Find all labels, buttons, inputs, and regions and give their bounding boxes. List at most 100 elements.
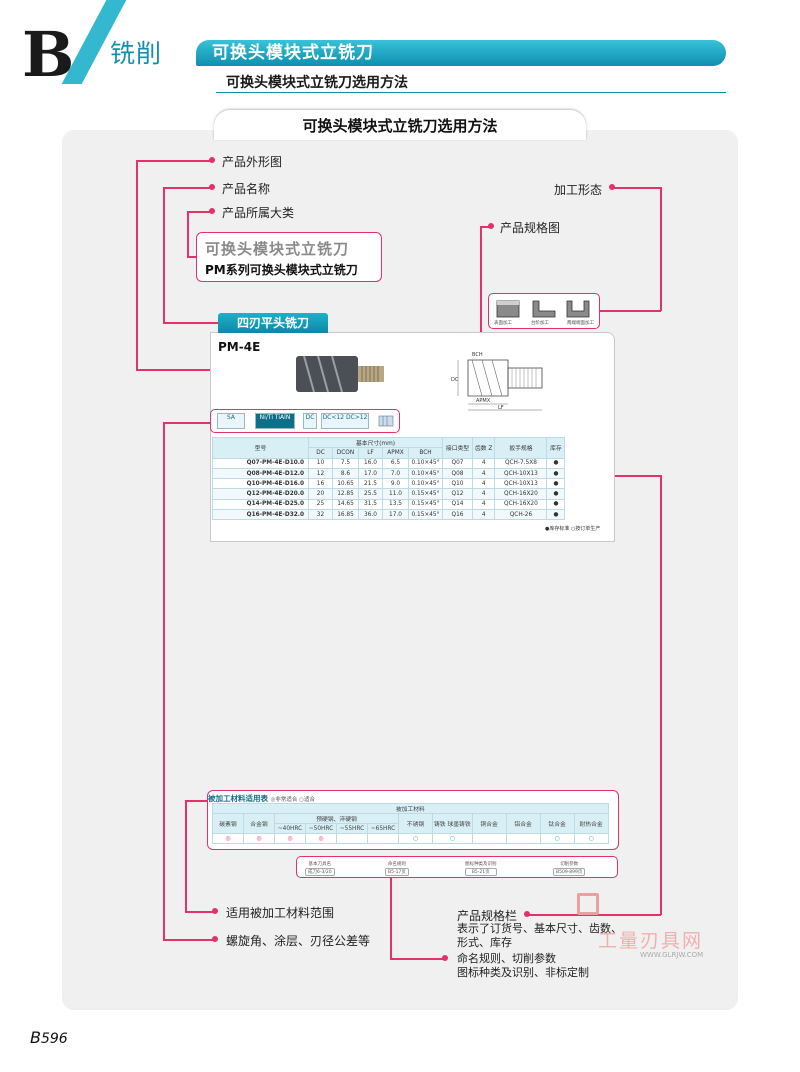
annot-line-material-h2 [185,911,215,913]
annot-line-name-h2 [163,322,219,324]
cell-dcon: 12.85 [332,488,359,500]
mat-col-castiron: 铸铁 球墨铸铁 [432,813,473,834]
machining-label-1: 表面加工 [494,321,512,326]
annot-label-naming: 命名规则、切削参数 [457,952,556,965]
cell-apmx: 6.5 [382,457,409,469]
product-photo-icon [296,355,384,393]
machining-shapes-icon [496,300,590,318]
param-title: 图标种类及识别 [465,862,497,867]
cell-bch: 0.10×45° [408,457,443,469]
material-table: 被加工材料 碳素钢 合金钢 预硬钢、淬硬钢 不锈钢 铸铁 球墨铸铁 铜合金 铝合… [212,803,609,844]
cell-conn: Q10 [442,478,473,490]
spec-col-lf: LF [358,447,383,459]
annot-label-material: 适用被加工材料范围 [226,906,335,920]
material-legend: ◎非常适合 ○适合 [270,797,315,803]
mat-col-hardened: 预硬钢、淬硬钢 [274,813,399,824]
table-row: Q14-PM-4E-D25.0 25 14.65 31.5 13.5 0.15×… [212,498,566,511]
annot-dot-shape [209,157,215,163]
cell-model: Q10-PM-4E-D16.0 [212,478,309,490]
annot-line-helix-h [163,939,215,941]
cell-z: 4 [471,498,496,511]
cell-lf: 36.0 [358,509,383,521]
cell-lf: 21.5 [358,478,383,490]
machining-label-3: 两端端面加工 [567,321,594,326]
cell-wrench: QCH-16X20 [494,498,548,511]
spec-col-dcon: DCON [332,447,359,459]
cell-lf: 31.5 [358,498,383,511]
spec-col-teeth: 齿数 Z [471,437,496,459]
mat-col-heatres: 耐热合金 [573,813,609,834]
mat-col-copper: 铜合金 [471,813,507,834]
mat-col-carbon: 碳素钢 [212,813,244,834]
annot-label-name: 产品名称 [222,182,271,196]
product-name-box: 可换头模块式立铣刀 PM系列可换头模块式立铣刀 [196,232,382,282]
material-group-header: 被加工材料 [212,803,609,814]
machining-shapes-box: 表面加工 台阶加工 两端端面加工 [488,293,600,329]
cell-bch: 0.10×45° [408,478,443,490]
mat-mark: ◎ [274,833,306,844]
tool-icon [378,415,394,427]
cell-z: 4 [471,488,496,500]
cell-dc: 16 [308,478,333,490]
cell-stock: ● [546,467,566,480]
cell-dcon: 7.5 [332,457,359,469]
spec-col-stock: 库存 [546,437,566,459]
mat-mark [471,833,507,844]
mat-mark [336,833,368,844]
param-chip: 切削参数 B509-899页 [553,861,586,876]
mat-col-stainless: 不锈钢 [398,813,433,834]
mat-col-65hrc: ~65HRC [367,823,399,834]
cell-apmx: 7.0 [382,467,409,480]
material-title-text: 被加工材料适用表 [208,794,268,803]
page-num: 596 [40,1031,68,1047]
cell-wrench: QCH-10X13 [494,478,548,490]
annot-line-machining-v [660,187,662,311]
watermark-text: 工量刃具网 [598,930,704,952]
spec-col-wrench: 扳手规格 [494,437,548,459]
annot-line-shape-v [136,160,138,370]
mat-col-55hrc: ~55HRC [336,823,368,834]
annot-dot-name [209,184,215,190]
annot-line-machining-h2 [600,310,661,312]
params-box: 基本刀具名 成刀6-3/20 命名规则 B5-17页 图标种类及识别 B5-21… [296,856,618,878]
cell-dc: 32 [308,509,333,521]
drawing-label-lf: LF [498,405,504,411]
mat-col-50hrc: ~50HRC [305,823,337,834]
cell-dc: 25 [308,498,333,511]
annot-label-helix: 螺旋角、涂层、刃径公差等 [226,934,371,948]
cell-wrench: QCH-26 [494,509,548,521]
annot-dot-params [442,955,448,961]
param-value: B5-21页 [465,868,497,876]
mat-col-aluminum: 铝合金 [505,813,541,834]
mat-mark: ○ [573,833,609,844]
annot-line-category-h2 [187,256,197,258]
annot-line-name-v [163,187,165,323]
spec-col-bch: BCH [408,447,443,459]
cell-model: Q16-PM-4E-D32.0 [212,509,309,521]
cell-lf: 25.5 [358,488,383,500]
annot-line-icons-h [163,422,211,424]
dc-icon: DC [303,413,317,429]
annot-label-category: 产品所属大类 [222,206,295,220]
section-title: 可换头模块式立铣刀 [196,40,726,66]
annot-label-specbar: 产品规格栏 [457,909,518,923]
mat-col-titanium: 钛合金 [539,813,575,834]
product-name-main: 可换头模块式立铣刀 [205,240,350,258]
mat-col-alloy: 合金钢 [243,813,275,834]
mat-mark: ◎ [243,833,275,844]
cell-dcon: 14.65 [332,498,359,511]
mat-mark: ○ [398,833,433,844]
param-value: 成刀6-3/20 [305,868,335,876]
annot-line-category-h [187,211,212,213]
spec-col-connect: 接口类型 [442,437,473,459]
spec-drawing-icon: BCH DC APMX LF [451,352,543,411]
tolerance-icon: DC<12 DC>12 [321,413,369,429]
param-title: 命名规则 [387,862,406,867]
annot-line-params-h [390,958,445,960]
watermark-url: WWW.GLRJW.COM [640,951,704,959]
annot-desc-naming: 图标种类及识别、非标定制 [457,966,589,979]
cell-z: 4 [471,457,496,469]
cell-z: 4 [471,478,496,490]
table-row: Q16-PM-4E-D32.0 32 16.85 36.0 17.0 0.15×… [212,509,566,521]
annot-dot-helix [212,936,218,942]
